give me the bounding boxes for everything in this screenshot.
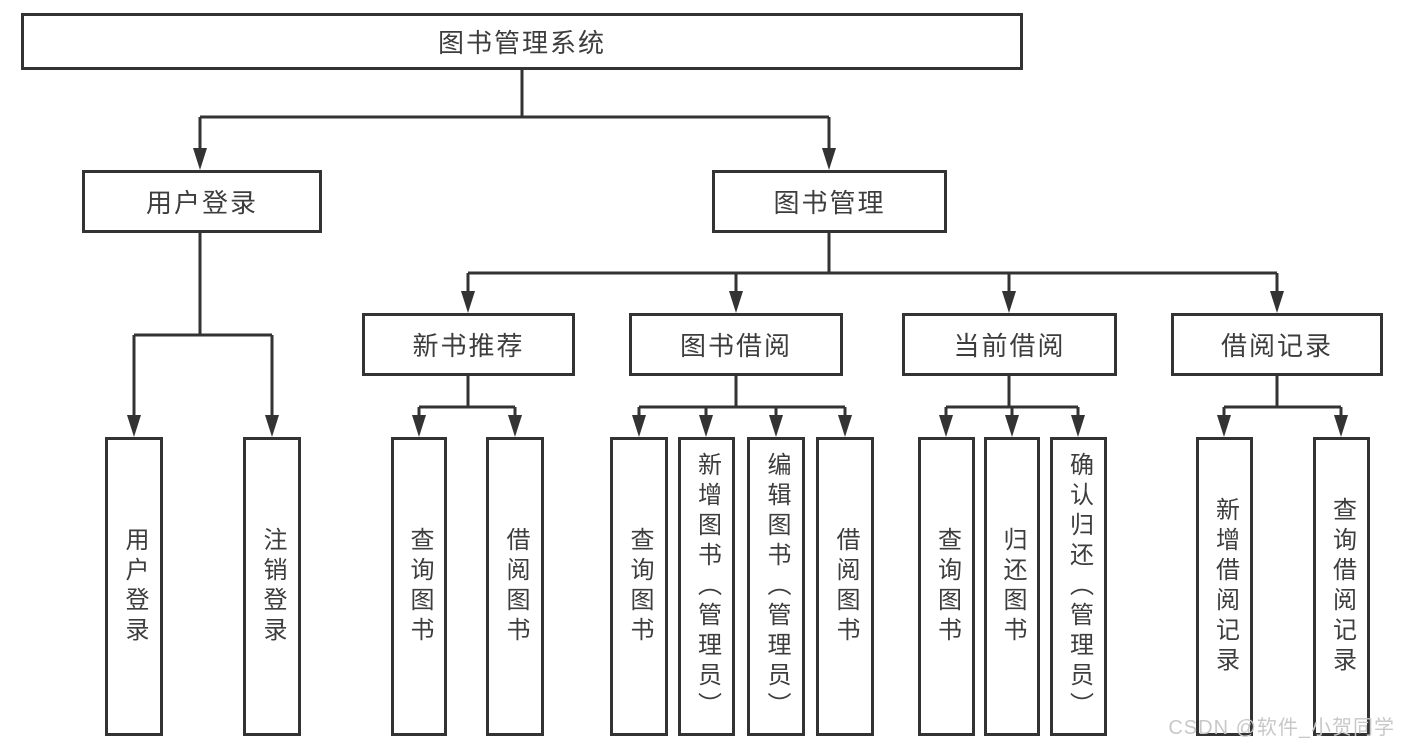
leaf-newbooks-borrow-books: 借阅图书 xyxy=(486,437,544,736)
node-current-borrowing: 当前借阅 xyxy=(902,313,1117,376)
leaf-current-confirm-return-admin: 确认归还（管理员） xyxy=(1050,437,1107,736)
leaf-records-query-borrow-record: 查询借阅记录 xyxy=(1313,437,1370,736)
leaf-borrowing-query-books: 查询图书 xyxy=(610,437,668,736)
leaf-borrowing-borrow-books: 借阅图书 xyxy=(816,437,874,736)
leaf-logout: 注销登录 xyxy=(243,437,301,736)
node-user-login: 用户登录 xyxy=(82,170,322,233)
node-library-management-system: 图书管理系统 xyxy=(21,13,1023,70)
leaf-user-login: 用户登录 xyxy=(105,437,163,736)
csdn-watermark: CSDN @软件_小贺同学 xyxy=(1168,717,1395,739)
node-borrowing-records: 借阅记录 xyxy=(1171,313,1383,376)
node-book-borrowing: 图书借阅 xyxy=(629,313,843,376)
leaf-newbooks-query-books: 查询图书 xyxy=(391,437,447,736)
node-new-book-recommendation: 新书推荐 xyxy=(362,313,575,376)
leaf-records-add-borrow-record: 新增借阅记录 xyxy=(1196,437,1253,736)
leaf-borrowing-add-books-admin: 新增图书（管理员） xyxy=(678,437,735,736)
leaf-current-query-books: 查询图书 xyxy=(918,437,975,736)
node-book-management: 图书管理 xyxy=(712,170,947,233)
leaf-current-return-books: 归还图书 xyxy=(984,437,1040,736)
leaf-borrowing-edit-books-admin: 编辑图书（管理员） xyxy=(747,437,805,736)
